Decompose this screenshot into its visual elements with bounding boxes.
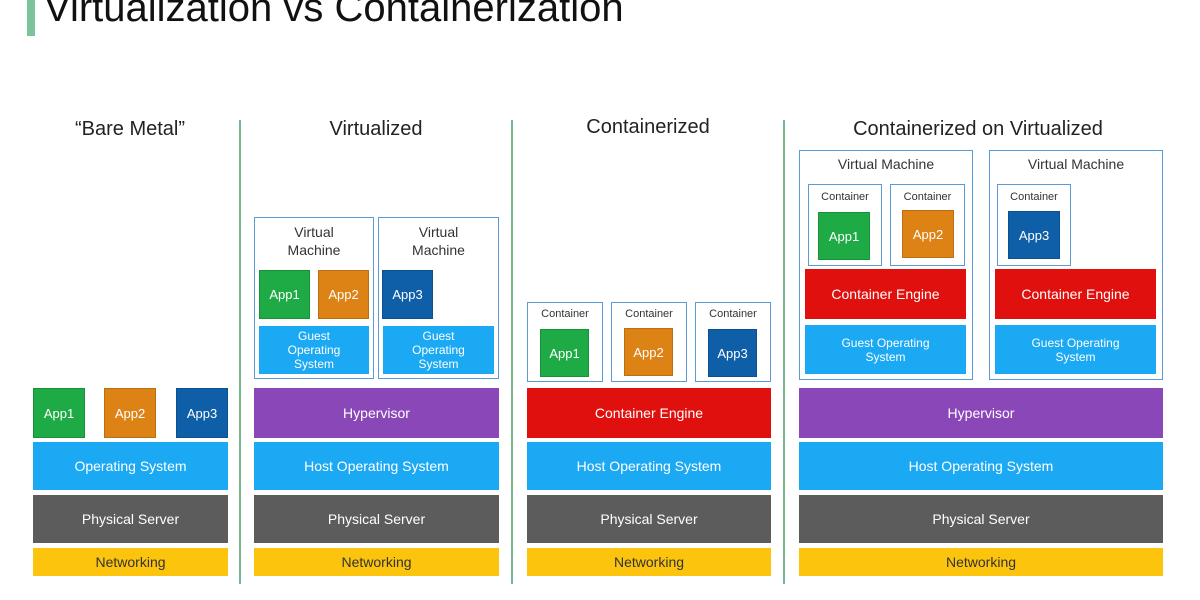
- container-on-virtual-title: Containerized on Virtualized: [853, 118, 1103, 140]
- virt-host-os-layer: Host Operating System: [254, 442, 499, 490]
- container-label: Container: [903, 191, 952, 203]
- column-divider: [239, 120, 241, 584]
- cov-app3: App3: [1008, 211, 1060, 259]
- vm-label: Virtual Machine: [412, 224, 465, 258]
- container-label: Container: [709, 308, 757, 320]
- bare-app1: App1: [33, 388, 85, 438]
- vm-label: Virtual Machine: [837, 156, 935, 172]
- bare-metal-title: “Bare Metal”: [74, 118, 186, 140]
- container-label: Container: [625, 308, 673, 320]
- column-divider: [783, 120, 785, 584]
- cont-host-os-layer: Host Operating System: [527, 442, 771, 490]
- cont-networking-layer: Networking: [527, 548, 771, 576]
- container-label: Container: [821, 191, 869, 203]
- virtualized-title: Virtualized: [329, 118, 423, 140]
- virt-hypervisor-layer: Hypervisor: [254, 388, 499, 438]
- virt-app3: App3: [382, 270, 433, 319]
- bare-app2: App2: [104, 388, 156, 438]
- cov-app2: App2: [902, 210, 954, 258]
- container-label: Container: [541, 308, 589, 320]
- virt-networking-layer: Networking: [254, 548, 499, 576]
- cov-networking-layer: Networking: [799, 548, 1163, 576]
- cov-physical-layer: Physical Server: [799, 495, 1163, 543]
- title-accent-bar: [27, 0, 35, 36]
- cov-host-os-layer: Host Operating System: [799, 442, 1163, 490]
- bare-os-layer: Operating System: [33, 442, 228, 490]
- page-title: Virtualization vs Containerization: [44, 0, 624, 30]
- cov-app1: App1: [818, 212, 870, 260]
- virt-physical-layer: Physical Server: [254, 495, 499, 543]
- containerized-title: Containerized: [586, 116, 710, 138]
- container-label: Container: [1010, 191, 1058, 203]
- column-divider: [511, 120, 513, 584]
- guest-os-layer: Guest Operating System: [805, 325, 966, 374]
- cov-engine-layer: Container Engine: [805, 269, 966, 319]
- guest-os-layer: Guest Operating System: [383, 326, 494, 374]
- vm-label: Virtual Machine: [287, 224, 341, 258]
- cont-engine-layer: Container Engine: [527, 388, 771, 438]
- cont-app1: App1: [540, 329, 589, 377]
- cont-app2: App2: [624, 328, 673, 376]
- cov-hypervisor-layer: Hypervisor: [799, 388, 1163, 438]
- virt-app2: App2: [318, 270, 369, 319]
- guest-os-layer: Guest Operating System: [995, 325, 1156, 374]
- cont-physical-layer: Physical Server: [527, 495, 771, 543]
- virt-app1: App1: [259, 270, 310, 319]
- cont-app3: App3: [708, 329, 757, 377]
- bare-networking-layer: Networking: [33, 548, 228, 576]
- vm-label: Virtual Machine: [1027, 156, 1125, 172]
- bare-physical-layer: Physical Server: [33, 495, 228, 543]
- cov-engine-layer: Container Engine: [995, 269, 1156, 319]
- bare-app3: App3: [176, 388, 228, 438]
- guest-os-layer: Guest Operating System: [259, 326, 369, 374]
